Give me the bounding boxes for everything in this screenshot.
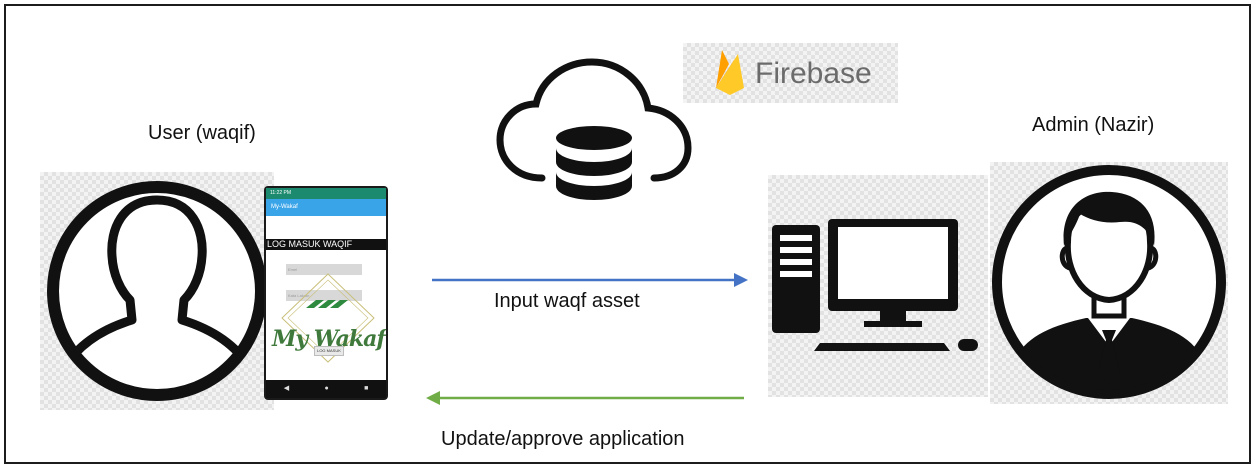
approve-application-arrowhead [426, 391, 440, 405]
input-asset-arrowhead [734, 273, 748, 287]
phone-nav-bar: ◀ ● ■ [266, 380, 386, 398]
desktop-computer-icon [772, 219, 978, 351]
admin-label: Admin (Nazir) [1032, 114, 1155, 136]
recents-icon[interactable]: ■ [364, 385, 369, 392]
phone-email-input[interactable]: Emel [286, 264, 362, 275]
phone-login-button[interactable]: LOG MASUK [314, 346, 344, 356]
arrow-forward-label: Input waqf asset [494, 290, 640, 312]
phone-mockup: 11:22 PM My-Wakaf LOG MASUK WAQIF Emel K… [264, 186, 388, 400]
firebase-flame-icon [716, 50, 744, 95]
user-label: User (waqif) [148, 122, 256, 144]
phone-app-bar-title: My-Wakaf [266, 199, 386, 216]
arrow-back-label: Update/approve application [441, 428, 685, 450]
phone-screen: LOG MASUK WAQIF Emel Kata Laluan My Waka… [266, 216, 386, 380]
phone-login-header: LOG MASUK WAQIF [266, 239, 386, 250]
firebase-label: Firebase [755, 57, 872, 90]
cloud-database-icon [496, 58, 692, 200]
phone-status-bar: 11:22 PM [266, 188, 386, 199]
home-icon[interactable]: ● [324, 385, 329, 392]
back-icon[interactable]: ◀ [283, 385, 290, 392]
user-avatar-icon [47, 181, 267, 401]
mywakaf-logo-icon [281, 273, 375, 363]
admin-avatar-icon [992, 165, 1226, 399]
phone-password-input[interactable]: Kata Laluan [286, 290, 362, 301]
arrows [426, 273, 748, 405]
